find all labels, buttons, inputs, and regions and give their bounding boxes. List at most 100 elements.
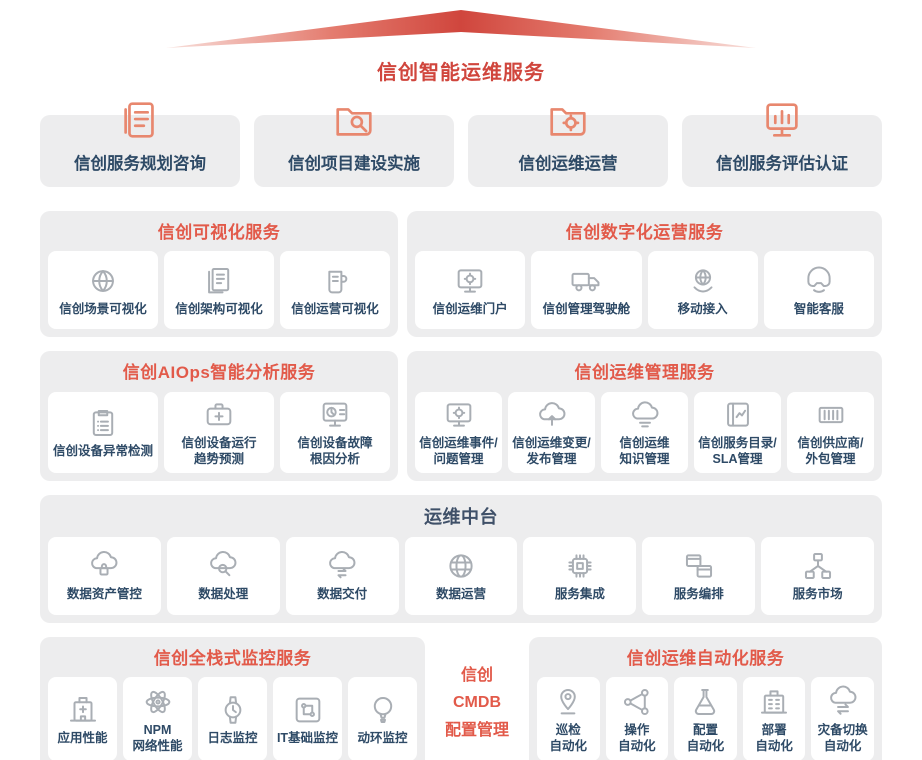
service-card: 配置 自动化 — [674, 677, 737, 760]
service-card-label: 操作 自动化 — [618, 722, 656, 753]
panel-items-visualization: 信创场景可视化 信创架构可视化 信创运营可视化 — [48, 251, 390, 330]
panel-middle-platform: 运维中台 数据资产管控数据处理数据交付数据运营服务集成服务编排服务市场 — [40, 495, 882, 623]
top-services-row: 信创服务规划咨询 信创项目建设实施信创运维运营信创服务评估认证 — [40, 102, 882, 187]
vr-headset-icon — [807, 266, 831, 293]
service-card-label: 信创场景可视化 — [59, 301, 147, 316]
panel-title-digital-operation: 信创数字化运营服务 — [565, 223, 724, 242]
report-icon — [124, 102, 154, 138]
service-card: 动环监控 — [348, 677, 417, 760]
panel-items-digital-operation: 信创运维门户 信创管理驾驶舱 移动接入智能客服 — [415, 251, 874, 330]
service-card: 信创架构可视化 — [164, 251, 274, 330]
service-card: 数据运营 — [404, 536, 518, 615]
service-card-label: 应用性能 — [57, 730, 108, 745]
service-card: 数据交付 — [285, 536, 399, 615]
service-card: NPM 网络性能 — [123, 677, 192, 760]
row-visualization-digital: 信创可视化服务 信创场景可视化 信创架构可视化 信创运营可视化 信创数字化运营服务 … — [40, 211, 882, 338]
service-card: 信创供应商/ 外包管理 — [787, 391, 874, 474]
panel-items-aiops: 信创设备异常检测 信创设备运行 趋势预测 信创设备故障 根因分析 — [48, 391, 390, 474]
service-card: 信创服务目录/ SLA管理 — [694, 391, 781, 474]
watch-icon — [224, 695, 241, 724]
service-card-label: 巡检 自动化 — [549, 722, 588, 753]
service-card-label: NPM 网络性能 — [132, 722, 183, 753]
chart-board-icon — [766, 103, 798, 137]
balloon-icon — [373, 696, 392, 723]
service-card-label: 信创供应商/ 外包管理 — [797, 435, 864, 467]
service-card: 巡检 自动化 — [537, 677, 600, 760]
service-card-label: 信创设备故障 根因分析 — [297, 435, 373, 467]
service-card-label: 信创设备异常检测 — [52, 443, 153, 458]
service-card: 信创设备故障 根因分析 — [280, 391, 390, 474]
service-card-label: 信创服务规划咨询 — [74, 155, 206, 173]
hand-globe-icon — [693, 269, 713, 293]
service-card: 操作 自动化 — [605, 677, 669, 760]
service-card-label: 配置 自动化 — [686, 722, 725, 753]
service-card-label: 数据资产管控 — [66, 587, 142, 602]
cmdb-line-3: 配置管理 — [444, 721, 509, 739]
panel-items-middle-platform: 数据资产管控数据处理数据交付数据运营服务集成服务编排服务市场 — [48, 536, 875, 615]
service-card-label: 信创运维变更/ 发布管理 — [512, 435, 591, 467]
roof-gradient-arrow — [166, 10, 756, 48]
service-card-label: 服务集成 — [554, 587, 605, 602]
medkit-icon — [206, 403, 232, 425]
service-card: 智能客服 — [763, 251, 874, 330]
panel-items-automation: 巡检 自动化操作 自动化配置 自动化部署 自动化灾备切换 自动化 — [537, 677, 874, 760]
service-card: 服务编排 — [642, 536, 756, 615]
cloud-switch-icon — [829, 685, 857, 715]
panel-digital-operation: 信创数字化运营服务 信创运维门户 信创管理驾驶舱 移动接入智能客服 — [407, 211, 882, 338]
monitor-pie-icon — [322, 402, 348, 427]
service-card: 信创运维事件/ 问题管理 — [415, 391, 502, 474]
service-card-label: 智能客服 — [793, 301, 844, 316]
service-card: 信创运维运营 — [468, 108, 668, 187]
service-card: 部署 自动化 — [742, 677, 806, 760]
gear-screen-icon — [446, 403, 471, 427]
service-card-label: 信创管理驾驶舱 — [542, 301, 631, 316]
service-card: 信创场景可视化 — [48, 251, 158, 330]
circuit-icon — [295, 697, 320, 722]
service-card: 服务集成 — [523, 536, 637, 615]
service-card-label: IT基础监控 — [276, 730, 339, 745]
cloud-lock-icon — [91, 551, 118, 576]
service-card: 数据资产管控 — [48, 536, 161, 615]
row-aiops-management: 信创AIOps智能分析服务 信创设备异常检测信创设备运行 趋势预测信创设备故障 … — [40, 351, 882, 482]
service-card-label: 灾备切换 自动化 — [817, 722, 868, 753]
book-chart-icon — [726, 402, 749, 427]
panel-title-visualization: 信创可视化服务 — [157, 223, 281, 242]
page-title: 信创智能运维服务 — [377, 62, 545, 84]
chip-icon — [568, 554, 592, 578]
folder-gear-icon — [550, 108, 586, 136]
dashboard-icon — [328, 270, 348, 294]
service-card: 信创设备运行 趋势预测 — [164, 391, 274, 474]
cmdb-line-2: CMDB — [453, 694, 501, 712]
panel-om-management: 信创运维管理服务 信创运维事件/ 问题管理信创运维变更/ 发布管理信创运维 知识… — [407, 351, 882, 482]
globe-net-icon — [449, 554, 473, 578]
service-card: 信创运维门户 — [415, 251, 526, 330]
service-card-label: 数据交付 — [317, 587, 368, 602]
service-card: IT基础监控 — [273, 677, 342, 760]
service-card-label: 数据运营 — [436, 587, 487, 602]
network-icon — [804, 553, 831, 580]
service-card-label: 信创架构可视化 — [175, 301, 263, 316]
service-card-label: 信创设备运行 趋势预测 — [181, 435, 257, 467]
service-card-label: 数据处理 — [198, 587, 249, 602]
service-card-label: 服务编排 — [673, 587, 724, 602]
service-card: 移动接入 — [647, 251, 758, 330]
panel-title-middle-platform: 运维中台 — [424, 507, 498, 528]
service-card: 信创服务评估认证 — [682, 103, 882, 187]
share-nodes-icon — [623, 688, 649, 715]
service-card-label: 信创运维 知识管理 — [619, 435, 670, 467]
service-card: 灾备切换 自动化 — [811, 677, 874, 760]
service-card-label: 信创运维门户 — [432, 301, 508, 316]
service-card: 信创项目建设实施 — [254, 108, 454, 187]
panel-aiops: 信创AIOps智能分析服务 信创设备异常检测信创设备运行 趋势预测信创设备故障 … — [40, 351, 398, 482]
cloud-up-icon — [538, 401, 565, 426]
service-card-label: 信创运维事件/ 问题管理 — [419, 435, 498, 467]
globe-arrows-icon — [92, 269, 114, 292]
row-middle-platform: 运维中台 数据资产管控数据处理数据交付数据运营服务集成服务编排服务市场 — [40, 495, 882, 623]
service-card-label: 信创服务目录/ SLA管理 — [698, 435, 777, 467]
panel-automation: 信创运维自动化服务 巡检 自动化操作 自动化配置 自动化部署 自动化灾备切换 自… — [529, 636, 882, 760]
service-card-label: 信创运营可视化 — [291, 301, 379, 316]
container-icon — [818, 406, 843, 423]
patrol-icon — [560, 688, 577, 714]
